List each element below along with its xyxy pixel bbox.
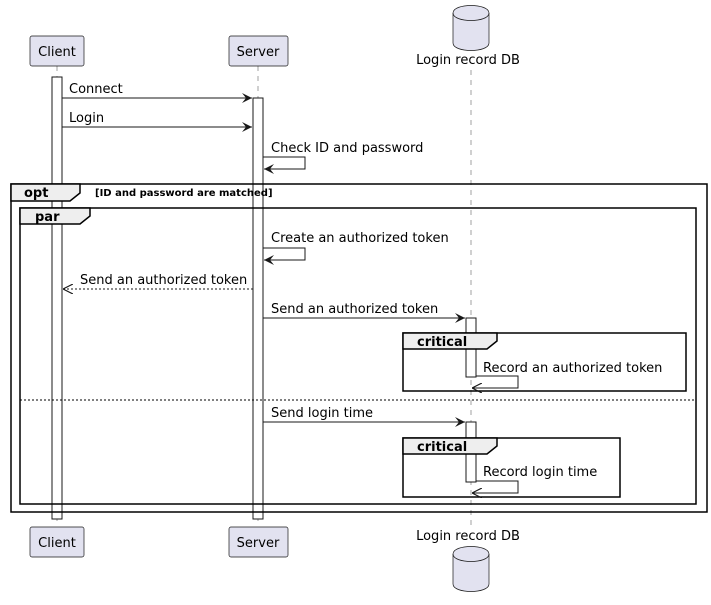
participant-client-label: Client xyxy=(38,45,76,60)
message-check: Check ID and password xyxy=(263,141,423,174)
message-create-token-label: Create an authorized token xyxy=(271,231,449,246)
participant-server-label-bottom: Server xyxy=(237,536,280,551)
message-record-token: Record an authorized token xyxy=(472,361,662,388)
critical-fragment-2: critical xyxy=(402,437,621,498)
message-connect: Connect xyxy=(62,82,252,103)
message-send-token-client-label: Send an authorized token xyxy=(80,273,247,288)
message-send-token-db: Send an authorized token xyxy=(263,302,465,323)
critical-fragment-1: critical xyxy=(402,332,687,392)
message-send-token-db-label: Send an authorized token xyxy=(271,302,438,317)
participant-db-label: Login record DB xyxy=(416,53,520,68)
message-send-token-client: Send an authorized token xyxy=(63,273,253,289)
message-login: Login xyxy=(62,111,252,132)
participant-client-label-bottom: Client xyxy=(38,536,76,551)
opt-fragment: opt [ID and password are matched] xyxy=(10,183,708,513)
message-send-login-time-label: Send login time xyxy=(271,406,373,421)
opt-label: opt xyxy=(24,186,48,201)
participant-server-bottom: Server xyxy=(228,526,289,558)
client-activation xyxy=(51,76,63,520)
par-label: par xyxy=(35,210,60,225)
message-create-token: Create an authorized token xyxy=(263,231,449,265)
message-connect-label: Connect xyxy=(69,82,123,97)
critical2-label: critical xyxy=(417,440,467,455)
message-check-label: Check ID and password xyxy=(271,141,423,156)
database-icon xyxy=(452,5,490,51)
par-fragment: par xyxy=(19,207,697,505)
participant-client-top: Client xyxy=(29,35,85,67)
database-icon xyxy=(452,546,490,592)
server-activation xyxy=(252,97,264,520)
participant-server-label: Server xyxy=(237,45,280,60)
participant-client-bottom: Client xyxy=(29,526,85,558)
critical1-label: critical xyxy=(417,335,467,350)
message-login-label: Login xyxy=(69,111,104,126)
message-send-login-time: Send login time xyxy=(263,406,465,427)
message-record-token-label: Record an authorized token xyxy=(483,361,662,376)
message-record-login-time-label: Record login time xyxy=(483,465,597,480)
participant-db-bottom: Login record DB xyxy=(416,529,520,592)
message-record-login-time: Record login time xyxy=(472,465,597,493)
participant-db-label-bottom: Login record DB xyxy=(416,529,520,544)
participant-db-top: Login record DB xyxy=(416,5,520,68)
opt-condition: [ID and password are matched] xyxy=(95,188,273,199)
participant-server-top: Server xyxy=(228,35,289,67)
